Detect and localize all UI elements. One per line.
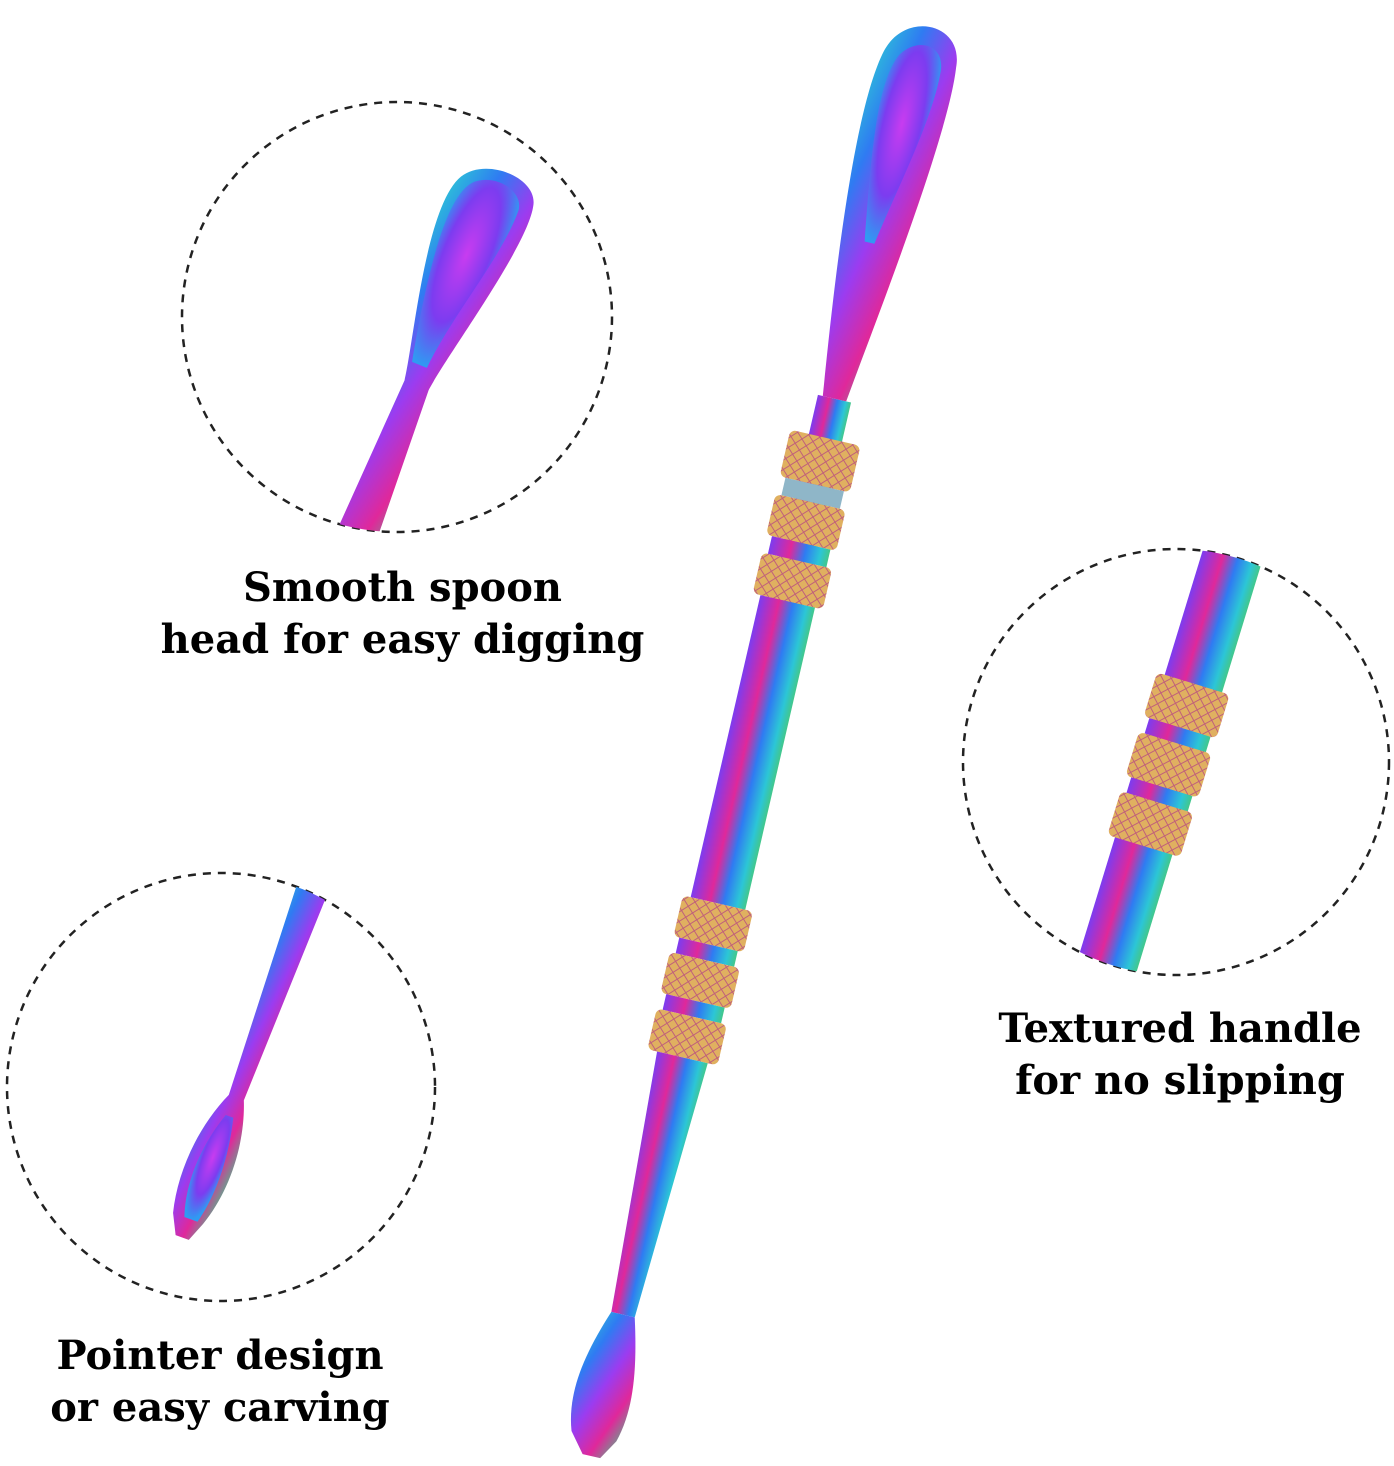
upper-connector bbox=[781, 477, 844, 509]
knurl-ring-6 bbox=[648, 1009, 726, 1065]
bottom-pointer-tip bbox=[570, 1311, 636, 1459]
middle-shaft bbox=[690, 595, 815, 910]
knurl-ring-1 bbox=[780, 430, 860, 492]
handle-caption-line1: Textured handle bbox=[998, 1005, 1362, 1052]
knurl-ring-2 bbox=[767, 495, 845, 550]
handle-caption-line2: for no slipping bbox=[1015, 1057, 1345, 1104]
handle-callout-circle bbox=[961, 547, 1391, 977]
knurl-ring-3 bbox=[753, 553, 832, 609]
handle-caption: Textured handle for no slipping bbox=[980, 1003, 1380, 1107]
spoon-caption: Smooth spoon head for easy digging bbox=[150, 562, 655, 666]
spoon-caption-line2: head for easy digging bbox=[160, 616, 645, 663]
knurl-ring-5 bbox=[661, 953, 739, 1008]
pointer-caption-line1: Pointer design bbox=[56, 1332, 384, 1379]
pointer-callout-circle bbox=[5, 871, 437, 1303]
knurl-ring-4 bbox=[674, 896, 752, 952]
spoon-caption-line1: Smooth spoon bbox=[243, 564, 562, 611]
pointer-caption-line2: or easy carving bbox=[50, 1384, 390, 1431]
pointer-caption: Pointer design or easy carving bbox=[15, 1330, 425, 1434]
lower-shaft bbox=[611, 1051, 708, 1318]
main-tool bbox=[570, 26, 957, 1459]
spoon-callout-circle bbox=[180, 100, 614, 534]
